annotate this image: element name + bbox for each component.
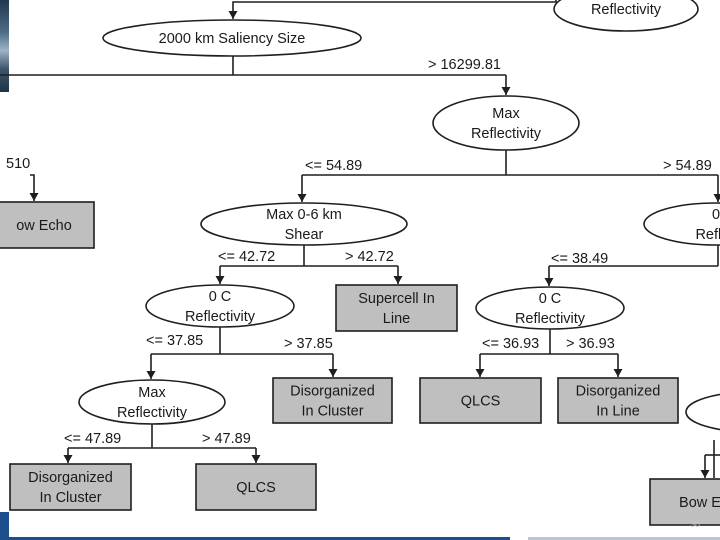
node-label: QLCS [236,480,276,496]
node-label: Reflectivity [185,309,256,325]
leaf-node-qlcs-2: QLCS [195,463,317,511]
connector-to-bow-echo-left-arrowhead [29,193,39,201]
connector-to-disorg-cluster-1-arrowhead [328,369,338,377]
node-label: Shear [285,227,324,243]
node-label: Reflectivity [515,311,586,327]
decision-node-zero-c-mid: 0 C Reflectivity [475,286,625,330]
connector-to-supercell-arrowhead [393,276,403,284]
node-label: 0 C [209,289,232,305]
node-label: Bow E [679,495,720,511]
leaf-node-qlcs-1: QLCS [419,377,542,424]
leaf-node-disorg-line: Disorganized In Line [557,377,679,424]
edge-label-partial-510: 510 [6,156,30,172]
leaf-node-disorg-cluster-2: Disorganized In Cluster [9,463,132,511]
node-label: 0 C [539,291,562,307]
decision-node-partial-right [685,393,720,431]
edge-label-le-47-89: <= 47.89 [64,431,121,447]
connector-to-disorg-line-arrowhead [613,369,623,377]
node-label: Max 0-6 km [266,207,342,223]
node-label: In Line [596,404,640,420]
connector-top-to-saliency [232,0,557,19]
node-label: Reflectivity [471,126,542,142]
slide-number: 30 [690,519,701,529]
connector-to-disorg-cluster-2-arrowhead [63,455,73,463]
footer-line-left [0,537,510,540]
node-label: In Cluster [39,490,101,506]
node-label: ow Echo [16,218,72,234]
node-label: Line [383,311,410,327]
leaf-node-supercell: Supercell In Line [335,284,458,332]
edge-label-gt-47-89: > 47.89 [202,431,251,447]
footer-line-right [528,537,720,540]
edge-label-gt-16299: > 16299.81 [428,57,501,73]
decision-node-saliency: 2000 km Saliency Size [102,19,362,57]
connector-to-max-refl-1-arrowhead [501,87,511,95]
connector-to-max-refl-2-arrowhead [146,371,156,379]
connector-top-to-saliency-arrowhead [228,11,238,19]
connector-to-zero-c-left-arrowhead [215,276,225,284]
decision-node-shear: Max 0-6 km Shear [200,202,408,246]
node-label: 2000 km Saliency Size [159,31,306,47]
edge-label-le-37-85: <= 37.85 [146,333,203,349]
node-label: Max [492,106,520,122]
node-label: Max [138,385,166,401]
edge-label-le-42-72: <= 42.72 [218,249,275,265]
node-label: Disorganized [28,470,113,486]
connector-to-zero-c-mid-arrowhead [544,278,554,286]
decision-node-zero-c-left: 0 C Reflectivity [145,284,295,328]
node-label: In Cluster [301,404,363,420]
leaf-node-bow-echo-left: ow Echo [0,201,95,249]
node-label: Reflectivity [117,405,188,421]
edge-label-le-54-89: <= 54.89 [305,158,362,174]
connector-to-bow-echo-left [30,174,35,201]
node-label: Reflectivity [591,2,662,18]
edge-label-le-38-49: <= 38.49 [551,251,608,267]
connector-to-qlcs-2-arrowhead [251,455,261,463]
node-label: Disorganized [576,384,661,400]
node-label: Reflec [695,227,720,243]
photo-strip-edge [0,0,9,92]
connector-to-shear-arrowhead [297,194,307,202]
edge-label-le-36-93: <= 36.93 [482,336,539,352]
connector-to-zero-c-right-top-arrowhead [713,194,720,202]
connector-to-qlcs-1-arrowhead [475,369,485,377]
decision-node-zero-c-right-top: 0Reflec [643,202,720,246]
edge-label-gt-37-85: > 37.85 [284,336,333,352]
node-label: QLCS [461,394,501,410]
decision-node-top-reflectivity: Reflectivity [553,0,699,32]
leaf-node-disorg-cluster-1: Disorganized In Cluster [272,377,393,424]
leaf-node-bow-echo-right: Bow E [649,478,720,526]
connector-to-bow-echo-right-arrowhead [700,470,710,478]
node-label: 0 [712,207,720,223]
node-label: Supercell In [358,291,435,307]
footer-accent-bar [0,512,9,540]
node-label: Disorganized [290,384,375,400]
edge-label-gt-54-89: > 54.89 [663,158,712,174]
edge-label-gt-36-93: > 36.93 [566,336,615,352]
edge-label-gt-42-72: > 42.72 [345,249,394,265]
